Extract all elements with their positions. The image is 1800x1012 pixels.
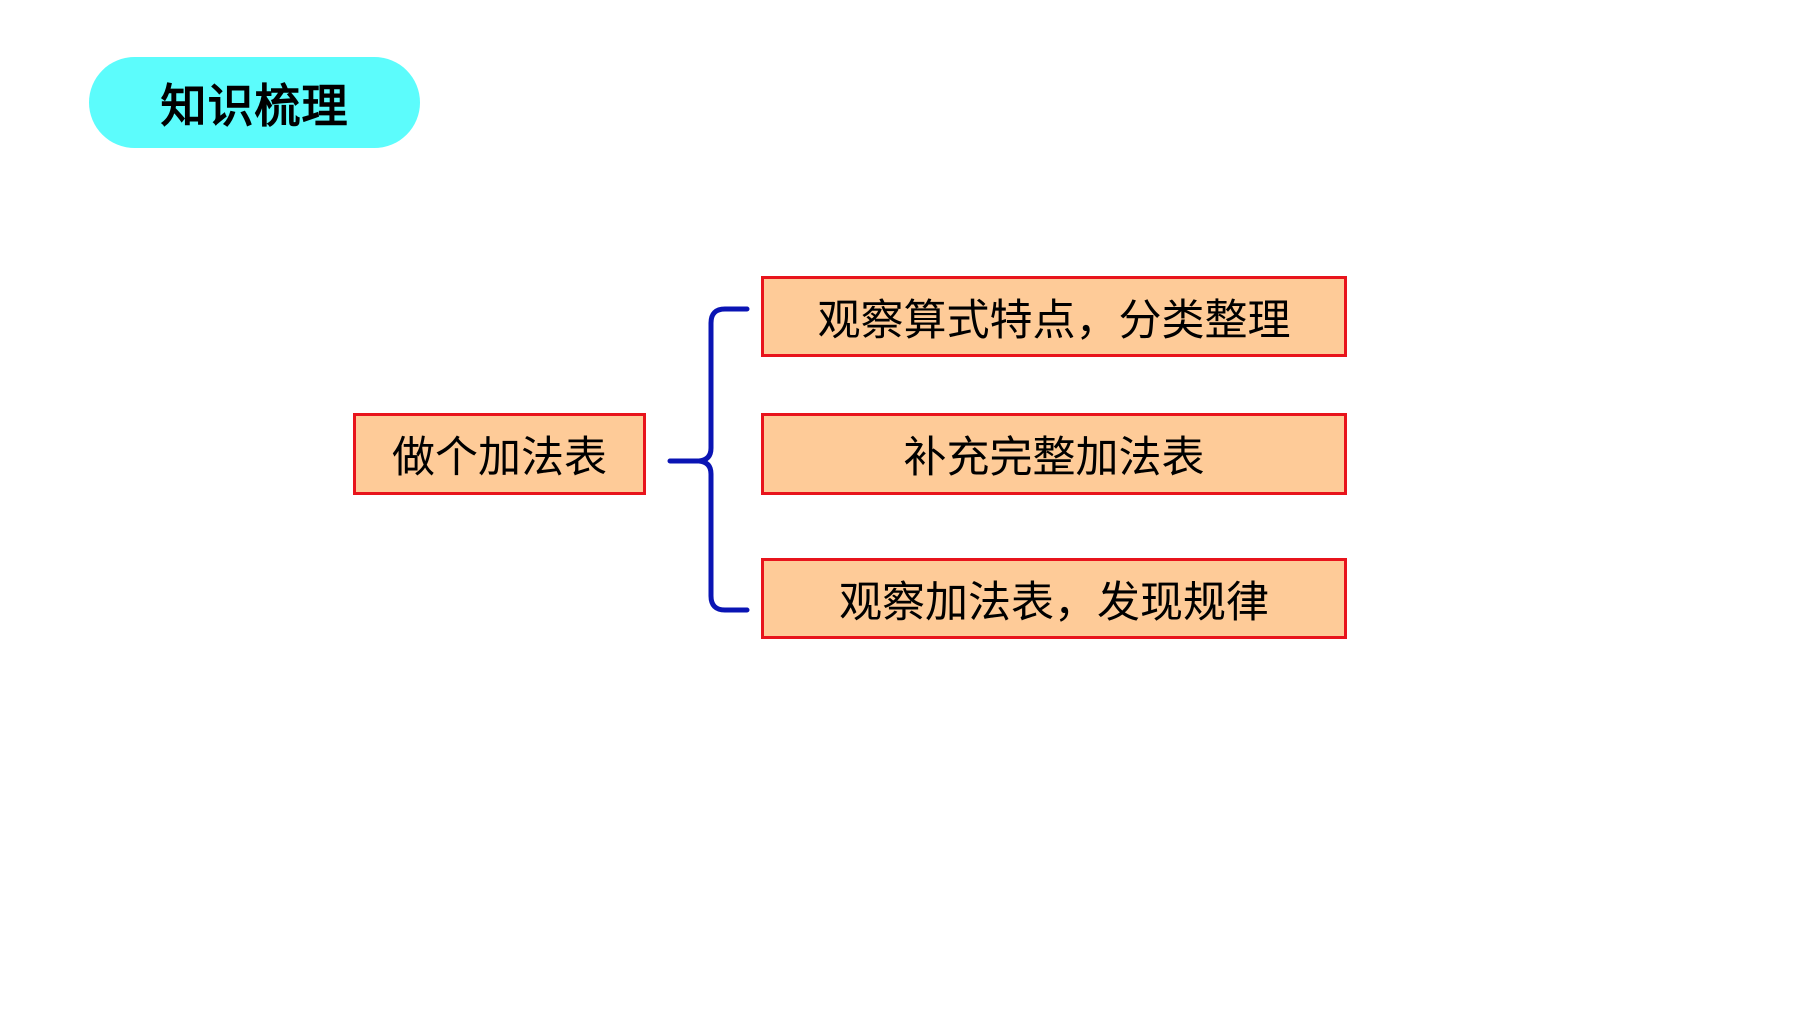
root-node-label: 做个加法表: [392, 433, 607, 483]
root-node: 做个加法表: [353, 413, 646, 495]
page-title: 知识梳理: [160, 78, 349, 133]
branch-node-find-patterns: 观察加法表，发现规律: [761, 558, 1347, 639]
branch-node-label: 观察算式特点，分类整理: [817, 295, 1291, 346]
title-pill: 知识梳理: [89, 57, 420, 148]
branch-node-complete-table: 补充完整加法表: [761, 413, 1347, 495]
branch-node-label: 观察加法表，发现规律: [839, 577, 1269, 628]
branch-node-label: 补充完整加法表: [903, 433, 1205, 483]
brace-path: [667, 306, 750, 613]
branch-node-observe-formulas: 观察算式特点，分类整理: [761, 276, 1347, 357]
